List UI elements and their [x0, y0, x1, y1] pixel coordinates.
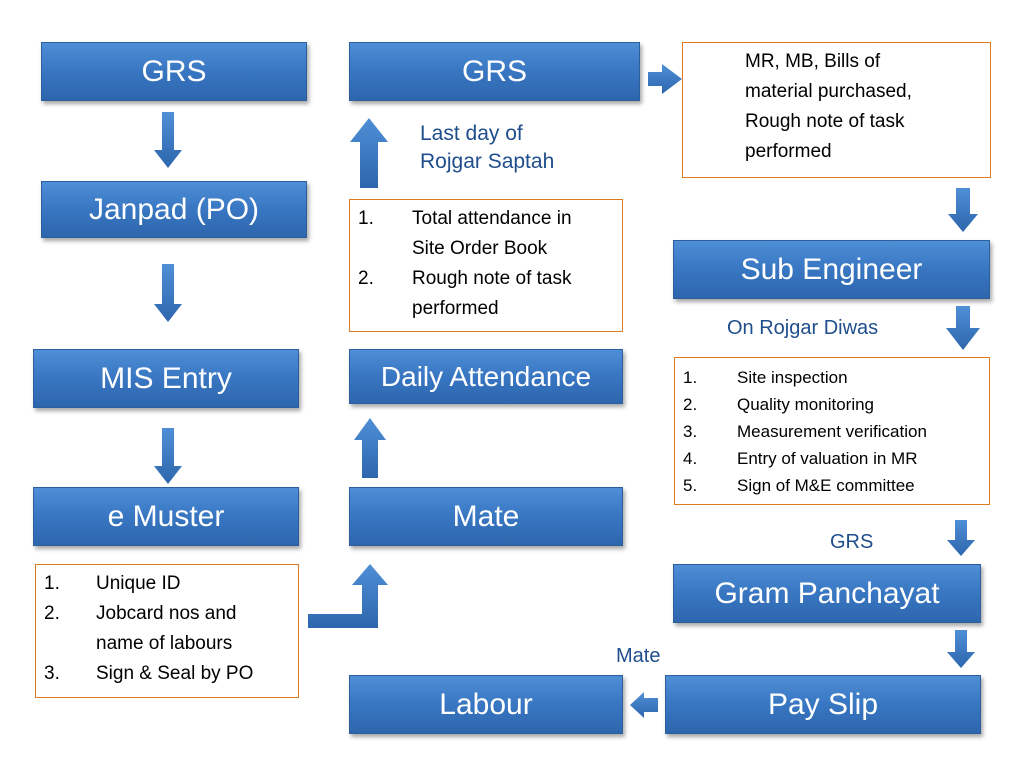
note-grs-documents-line-1: MR, MB, Bills of: [745, 51, 881, 72]
note-sub-engineer-item-5: 5.Sign of M&E committee: [683, 476, 915, 495]
box-gram-panchayat-label: Gram Panchayat: [714, 576, 940, 610]
box-e-muster: e Muster: [33, 487, 299, 546]
box-grs-mid: GRS: [349, 42, 640, 101]
box-gram-panchayat: Gram Panchayat: [673, 564, 981, 623]
label-last-day-rojgar-saptah: Last day of Rojgar Saptah: [420, 122, 555, 173]
box-mis-entry-label: MIS Entry: [100, 361, 232, 395]
arrow-down-subengineer-notes: [946, 306, 980, 350]
note-attendance-item-2: 2. Rough note of task performed: [358, 268, 572, 319]
note-e-muster-item-1: 1. Unique ID: [44, 573, 181, 594]
arrow-down-gram-payslip: [947, 630, 975, 668]
box-pay-slip-label: Pay Slip: [767, 687, 879, 721]
box-labour: Labour: [349, 675, 623, 734]
arrow-right-grs-docs: [648, 64, 682, 94]
note-sub-engineer-item-4: 4.Entry of valuation in MR: [683, 449, 918, 468]
note-attendance-item-1: 1. Total attendance in Site Order Book: [358, 208, 572, 259]
note-grs-documents-line-4: performed: [745, 141, 832, 162]
note-attendance: 1. Total attendance in Site Order Book 2…: [349, 199, 623, 332]
arrow-left-payslip-labour: [630, 692, 658, 718]
note-grs-documents-line-3: Rough note of task: [745, 111, 905, 132]
note-e-muster-item-3: 3. Sign & Seal by PO: [44, 663, 254, 684]
box-janpad-po: Janpad (PO): [41, 181, 307, 238]
box-mis-entry: MIS Entry: [33, 349, 299, 408]
arrow-down-docs-subengineer: [948, 188, 978, 232]
note-sub-engineer-item-1: 1.Site inspection: [683, 368, 848, 387]
box-mate-label: Mate: [452, 499, 520, 533]
box-mate: Mate: [349, 487, 623, 546]
arrow-up-attendance-grs: [350, 118, 388, 188]
box-e-muster-label: e Muster: [107, 499, 225, 533]
label-mate-small: Mate: [616, 645, 661, 667]
box-daily-attendance: Daily Attendance: [349, 349, 623, 404]
note-e-muster: 1. Unique ID 2. Jobcard nos and name of …: [35, 564, 299, 698]
note-sub-engineer-item-2: 2.Quality monitoring: [683, 395, 875, 414]
box-grs-left-label: GRS: [141, 54, 207, 88]
arrow-down-mis-emuster: [154, 428, 182, 484]
box-grs-left: GRS: [41, 42, 307, 101]
box-sub-engineer: Sub Engineer: [673, 240, 990, 299]
box-sub-engineer-label: Sub Engineer: [740, 252, 923, 286]
arrow-down-grs-janpad: [154, 112, 182, 168]
box-janpad-po-label: Janpad (PO): [88, 192, 260, 226]
arrow-up-mate-attendance: [354, 418, 386, 478]
box-daily-attendance-label: Daily Attendance: [380, 360, 592, 392]
arrow-elbow-emuster-mate: [308, 564, 388, 628]
note-sub-engineer-tasks: 1.Site inspection 2.Quality monitoring 3…: [674, 357, 990, 505]
arrow-down-notes-gram: [947, 520, 975, 556]
box-pay-slip: Pay Slip: [665, 675, 981, 734]
label-grs-small: GRS: [830, 531, 874, 553]
note-sub-engineer-item-3: 3.Measurement verification: [683, 422, 927, 441]
note-grs-documents-line-2: material purchased,: [745, 81, 912, 102]
box-labour-label: Labour: [439, 687, 533, 721]
note-grs-documents: MR, MB, Bills of material purchased, Rou…: [682, 42, 991, 178]
arrow-down-janpad-mis: [154, 264, 182, 322]
label-on-rojgar-diwas: On Rojgar Diwas: [727, 317, 879, 339]
note-e-muster-item-2: 2. Jobcard nos and name of labours: [44, 603, 237, 654]
box-grs-mid-label: GRS: [461, 54, 527, 88]
